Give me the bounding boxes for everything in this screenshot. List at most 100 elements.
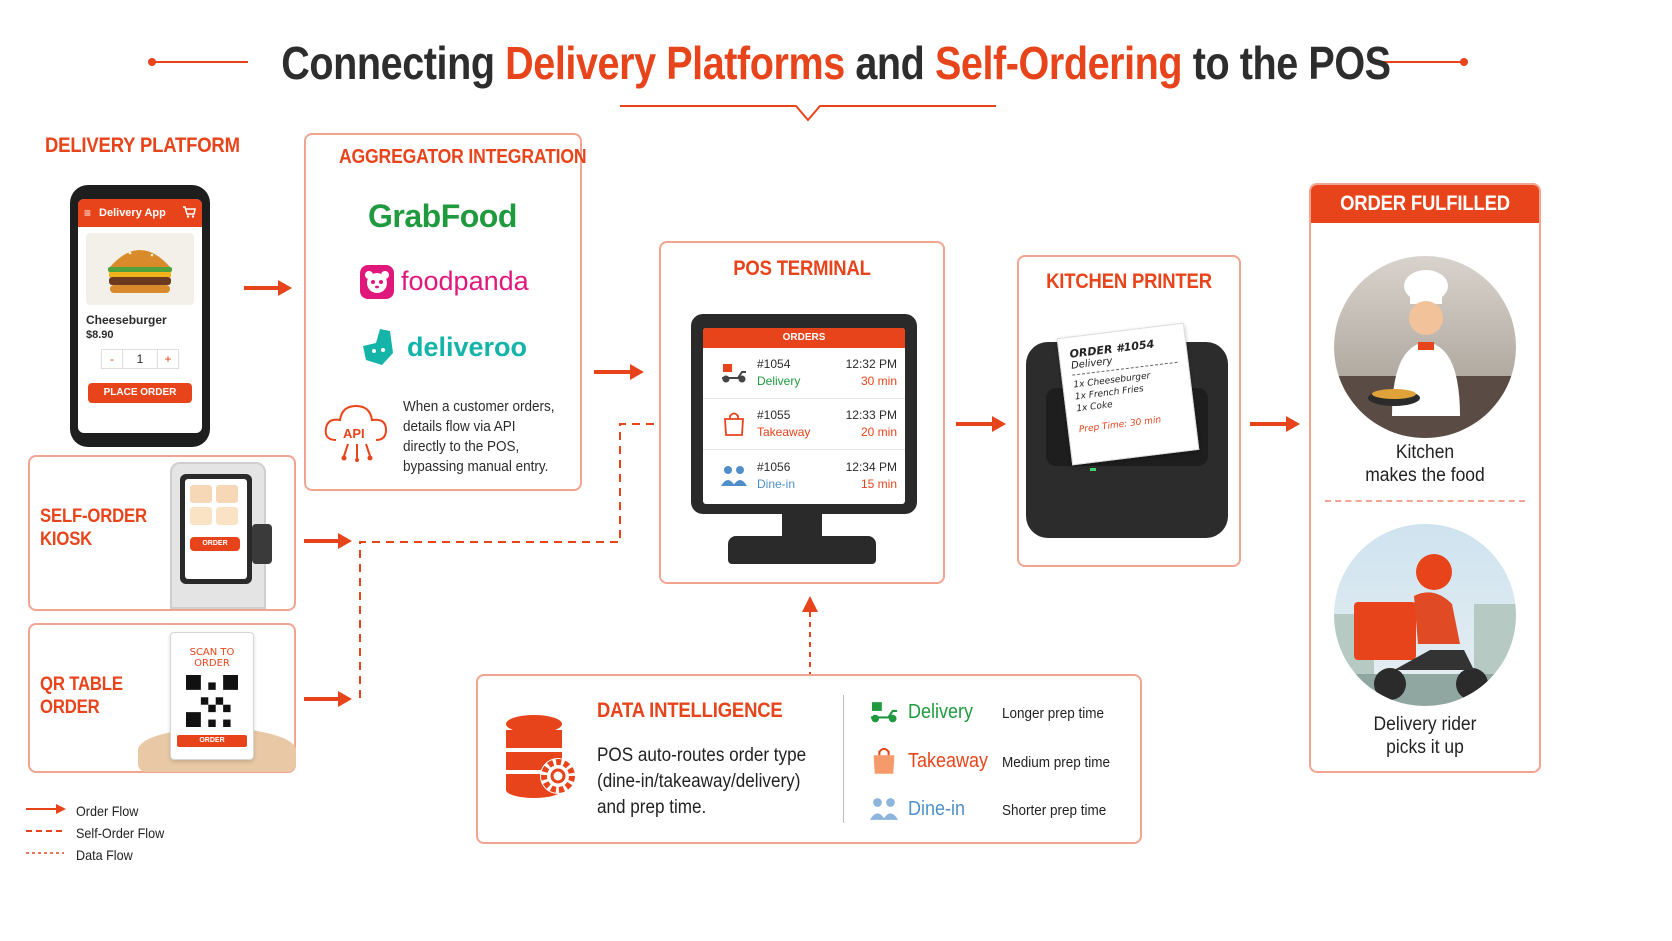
title-highlight-delivery: Delivery Platforms	[505, 37, 845, 89]
order-prep: 30 min	[860, 374, 897, 388]
api-cloud-icon	[324, 404, 388, 462]
title-decoration-left	[150, 61, 248, 63]
legend-order-flow-line	[26, 804, 66, 814]
database-gear-icon	[506, 715, 576, 798]
qr-card-line: ORDER	[194, 658, 230, 669]
dine-in-type-icon	[868, 796, 900, 827]
self-order-flow-connector	[359, 423, 657, 698]
data-flow-arrow	[802, 596, 818, 674]
delivery-type-label: Delivery	[908, 701, 974, 723]
card-reader-icon	[252, 524, 272, 564]
data-intelligence-heading: DATA INTELLIGENCE	[597, 699, 783, 722]
foodpanda-icon	[360, 265, 394, 299]
delivery-rider-icon	[1334, 554, 1516, 706]
order-prep: 15 min	[860, 476, 897, 491]
kiosk-heading: SELF-ORDER KIOSK	[40, 505, 147, 551]
takeaway-bag-icon	[717, 411, 751, 437]
order-type: Takeaway	[757, 425, 811, 439]
title-decoration-right	[1370, 61, 1466, 63]
title-part: and	[844, 37, 935, 89]
rider-caption: Delivery rider picks it up	[1318, 713, 1531, 759]
aggregator-description-line: directly to the POS,	[403, 438, 520, 455]
dine-in-prep-label: Shorter prep time	[1002, 802, 1107, 819]
kiosk-device: ORDER	[170, 462, 266, 609]
grabfood-logo: GrabFood	[368, 198, 517, 234]
title-highlight-self-ordering: Self-Ordering	[934, 37, 1183, 89]
order-flow-arrow	[594, 364, 644, 380]
title-decoration-left-dot	[148, 58, 156, 66]
delivery-platform-heading: DELIVERY PLATFORM	[45, 134, 240, 157]
api-label: API	[343, 426, 365, 441]
legend-data-flow-label: Data Flow	[76, 847, 133, 863]
qty-plus-button[interactable]: +	[157, 349, 179, 369]
aggregator-description-line: When a customer orders,	[403, 398, 555, 415]
ticket-prep: Prep Time: 30 min	[1078, 415, 1162, 436]
title-underline	[620, 105, 996, 122]
deliveroo-logo: deliveroo	[407, 332, 528, 362]
takeaway-type-icon	[870, 746, 898, 781]
pos-heading: POS TERMINAL	[733, 257, 871, 280]
order-time: 12:32 PM	[845, 357, 897, 371]
data-intelligence-divider	[843, 695, 844, 823]
rider-caption-line: picks it up	[1386, 737, 1464, 758]
kiosk-order-button[interactable]: ORDER	[190, 537, 240, 551]
data-intelligence-line: POS auto-routes order type	[597, 745, 807, 766]
fulfilled-divider	[1325, 500, 1525, 502]
order-time: 12:33 PM	[845, 408, 897, 422]
title-part: to the POS	[1182, 37, 1391, 89]
self-order-flow-arrow	[304, 691, 352, 707]
takeaway-type-label: Takeaway	[908, 750, 989, 772]
menu-icon[interactable]: ≡	[84, 206, 92, 220]
aggregator-description-line: details flow via API	[403, 418, 516, 435]
order-prep: 20 min	[860, 425, 897, 439]
delivery-phone: ≡ Delivery App Cheeseburger $8.90 - 1 + …	[70, 185, 210, 447]
order-type: Dine-in	[757, 476, 796, 491]
qty-value[interactable]: 1	[123, 349, 157, 369]
order-id: #1056	[757, 459, 791, 474]
foodpanda-logo: foodpanda	[401, 266, 529, 296]
order-time: 12:34 PM	[845, 459, 897, 474]
qr-heading-line: QR TABLE	[40, 674, 123, 695]
pos-stand-base	[728, 536, 876, 564]
qr-card-order-button[interactable]: ORDER	[177, 735, 247, 747]
aggregator-description-line: bypassing manual entry.	[403, 458, 549, 475]
data-intelligence-line: (dine-in/takeaway/delivery)	[597, 771, 801, 792]
qr-code-icon	[186, 675, 238, 727]
rider-caption-line: Delivery rider	[1373, 714, 1477, 735]
pos-stand-neck	[782, 514, 822, 540]
phone-app-title: Delivery App	[99, 207, 166, 219]
kiosk-heading-line: SELF-ORDER	[40, 506, 147, 527]
dine-in-type-label: Dine-in	[908, 798, 966, 820]
kitchen-caption-line: Kitchen	[1395, 442, 1455, 463]
place-order-button[interactable]: PLACE ORDER	[88, 383, 192, 403]
qr-card-line: SCAN TO	[189, 647, 235, 658]
takeaway-prep-label: Medium prep time	[1002, 754, 1111, 771]
data-intelligence-line: and prep time.	[597, 797, 707, 818]
order-type: Delivery	[757, 374, 801, 388]
title-part: Connecting	[281, 37, 506, 89]
burger-icon	[108, 247, 172, 293]
title-decoration-right-dot	[1460, 58, 1468, 66]
chef-illustration	[1334, 256, 1516, 438]
cart-icon[interactable]	[182, 205, 196, 221]
rider-illustration	[1334, 524, 1516, 706]
legend-self-order-flow-label: Self-Order Flow	[76, 825, 165, 841]
item-name: Cheeseburger	[86, 313, 167, 327]
printer-heading: KITCHEN PRINTER	[1046, 270, 1212, 293]
deliveroo-icon	[360, 327, 398, 372]
fulfilled-heading: ORDER FULFILLED	[1340, 192, 1510, 215]
qty-minus-button[interactable]: -	[101, 349, 123, 369]
delivery-type-icon	[868, 700, 900, 729]
order-id: #1055	[757, 408, 791, 422]
kitchen-caption-line: makes the food	[1365, 465, 1485, 486]
dine-in-people-icon	[717, 464, 751, 488]
kitchen-caption: Kitchen makes the food	[1318, 441, 1531, 487]
order-flow-arrow	[956, 416, 1006, 432]
burger-image	[86, 233, 194, 305]
item-price: $8.90	[86, 329, 114, 341]
aggregator-description: When a customer orders, details flow via…	[403, 397, 555, 477]
